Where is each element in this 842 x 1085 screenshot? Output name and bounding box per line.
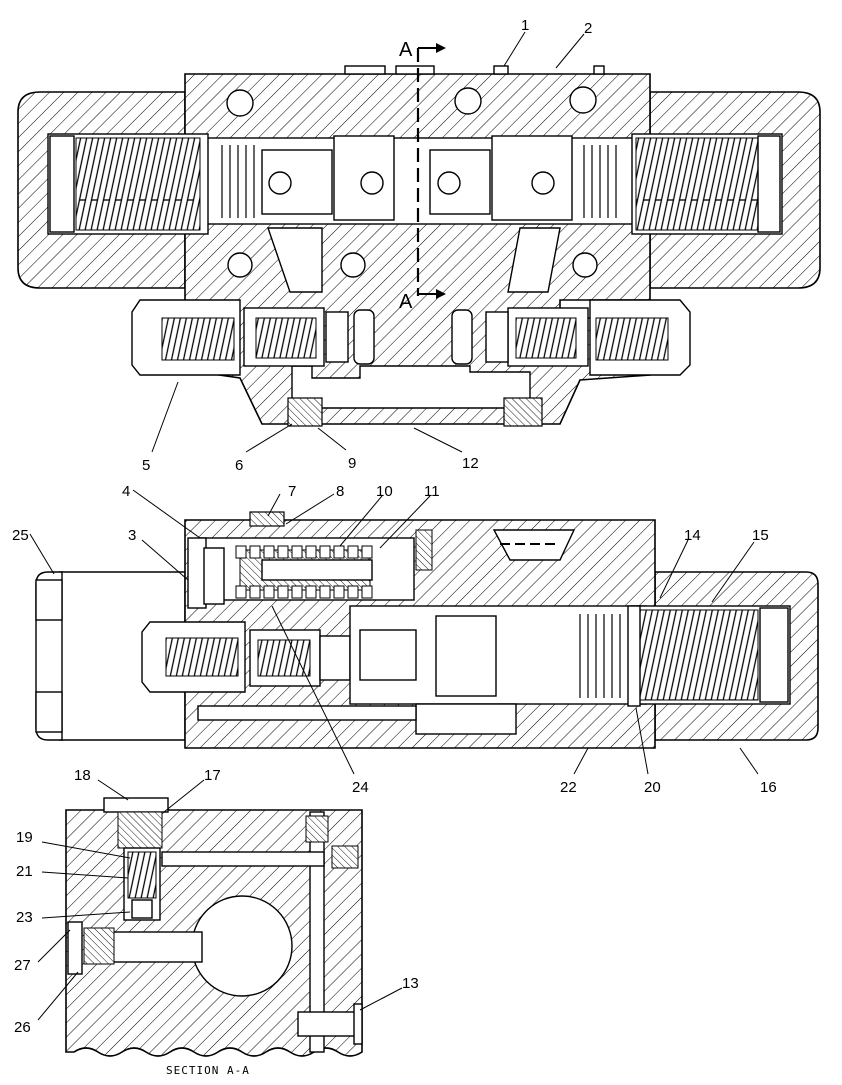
callout-14: 14 [684,527,701,544]
top-boss [344,65,386,75]
spool-land-right [491,135,573,221]
callout-15: 15 [752,527,769,544]
callout-12: 12 [462,455,479,472]
callout-10: 10 [376,483,393,500]
callout-27: 27 [14,957,31,974]
pilot-seal [203,547,225,605]
callout-5: 5 [142,457,150,474]
main-bore-section [191,895,293,997]
section-caption: SECTION A-A [166,1064,250,1077]
top-boss [593,65,605,75]
end-plug-section [83,927,115,965]
horizontal-passage [161,851,325,867]
plug-left [287,397,323,427]
callout-24: 24 [352,779,369,796]
callout-8: 8 [336,483,344,500]
callout-13: 13 [402,975,419,992]
port-hole [454,87,482,115]
callout-7: 7 [288,483,296,500]
callout-25: 25 [12,527,29,544]
check-poppet-right [451,309,473,365]
callout-2: 2 [584,20,592,37]
drain-passage [197,705,417,721]
right-spring-retainer [757,135,781,233]
lower-cavity [415,703,517,735]
cartridge-thread [117,811,163,849]
relief-valve-left [131,299,349,376]
main-spool-land [359,629,417,681]
end-cover-section [67,921,83,975]
passage-left [267,227,323,293]
cap-18 [103,797,169,813]
main-spool-grooves [579,614,621,698]
top-view: A A 1 2 5 6 9 12 [17,17,821,474]
callout-11: 11 [424,483,440,500]
section-letter-bottom: A [399,291,413,313]
side-spring-seat [627,605,641,707]
spool-grooves-right [583,145,617,218]
callout-19: 19 [16,829,33,846]
callout-16: 16 [760,779,777,796]
callout-1: 1 [521,17,529,34]
callout-20: 20 [644,779,661,796]
side-spring [639,609,759,701]
side-spring-retainer [759,607,789,703]
side-plug-right [331,845,359,869]
callout-17: 17 [204,767,221,784]
callout-23: 23 [16,909,33,926]
cartridge-spring [127,851,157,899]
vertical-passage [309,811,325,1053]
callout-6: 6 [235,457,243,474]
section-letter-top: A [399,39,413,61]
right-spring [635,137,759,231]
bottom-port [297,1011,361,1037]
crossover-passage [291,365,531,409]
callout-3: 3 [128,527,136,544]
section-a-a-view: SECTION A-A 18 17 19 21 23 27 26 13 [14,767,419,1077]
relief-valve-right [485,299,691,376]
side-plug [305,815,329,843]
section-arrow-bottom-head [436,289,446,299]
actuator-end-tab [35,691,63,733]
port-hole [226,89,254,117]
port-hole [572,252,598,278]
section-arrow-top-head [436,43,446,53]
left-spring [75,137,201,231]
check-poppet-left [353,309,375,365]
callout-18: 18 [74,767,91,784]
callout-22: 22 [560,779,577,796]
lateral-passage [111,931,203,963]
spool-grooves-left [221,145,255,218]
port-hole [437,171,461,195]
port-hole [531,171,555,195]
plug-top [249,511,285,527]
port-hole [268,171,292,195]
plug-right [503,397,543,427]
port-hole [569,86,597,114]
cartridge-poppet [131,899,153,919]
top-boss [493,65,509,75]
top-boss [395,65,435,75]
pilot-coils [235,545,373,599]
side-view: 4 7 8 10 11 3 25 14 15 24 22 20 16 [12,483,819,796]
callout-4: 4 [122,483,130,500]
callout-21: 21 [16,863,33,880]
side-relief-valve [141,621,351,693]
passage-right [507,227,561,293]
port-hole [227,252,253,278]
plug-right-top [415,529,433,571]
port-hole [340,252,366,278]
main-spool-land [435,615,497,697]
left-spring-retainer [49,135,75,233]
callout-9: 9 [348,455,356,472]
port-hole [360,171,384,195]
callout-26: 26 [14,1019,31,1036]
bottom-port-seal [353,1003,363,1045]
pilot-piston [261,559,373,581]
actuator-end-tab [35,579,63,621]
